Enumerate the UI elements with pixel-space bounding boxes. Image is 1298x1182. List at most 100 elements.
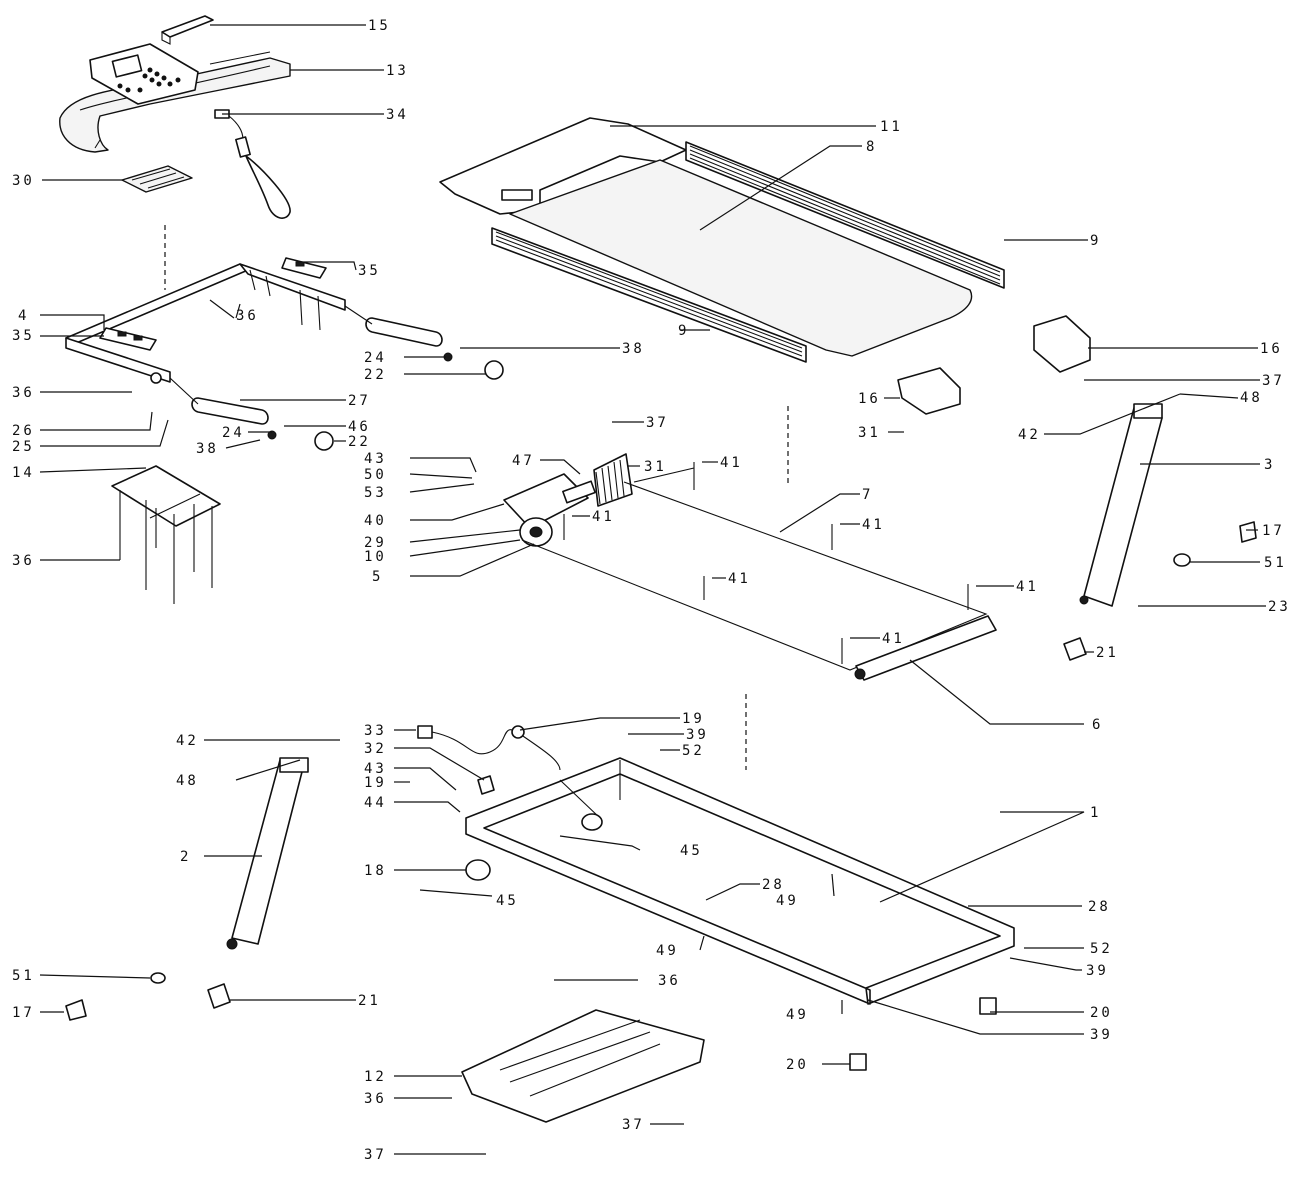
callout-c-36c: 36 [12,553,35,569]
callout-c-53: 53 [364,485,387,501]
callout-c-50: 50 [364,467,387,483]
part-17-knob [65,521,1257,1021]
callout-c-31a: 31 [858,425,881,441]
part-31-motor [503,453,633,529]
callout-c-18: 18 [364,863,387,879]
callout-c-51a: 51 [1264,555,1287,571]
callout-c-52a: 52 [682,743,705,759]
callout-c-38a: 38 [622,341,645,357]
callout-c-21b: 21 [358,993,381,1009]
part-8-running-deck [509,159,973,357]
callout-c-41f: 41 [882,631,905,647]
callout-c-7: 7 [862,487,873,503]
part-4-handlebar-frame [65,263,346,383]
callout-c-3: 3 [1264,457,1275,473]
callout-c-35b: 35 [12,328,35,344]
part-18-wheel [465,813,603,881]
callout-c-20b: 20 [786,1057,809,1073]
callout-c-19b: 19 [364,775,387,791]
callout-c-5: 5 [372,569,383,585]
callout-c-2: 2 [180,849,191,865]
callout-c-32: 32 [364,741,387,757]
callout-c-31b: 31 [644,459,667,475]
callout-c-43a: 43 [364,451,387,467]
part-11-motor-hood [439,117,687,215]
callout-c-39a: 39 [686,727,709,743]
part-34-safety-key [214,109,291,219]
callout-c-22b: 22 [348,434,371,450]
callout-c-10: 10 [364,549,387,565]
callout-c-28b: 28 [1088,899,1111,915]
callout-c-37c: 37 [622,1117,645,1133]
part-22-knob [314,360,504,451]
callout-c-36a: 36 [236,308,259,324]
part-41-screws [563,462,969,664]
callout-c-17a: 17 [1262,523,1285,539]
callout-c-9b: 9 [678,323,689,339]
callout-c-24b: 24 [222,425,245,441]
part-6-roller [854,615,997,681]
callout-c-16b: 16 [858,391,881,407]
callout-c-49a: 49 [776,893,799,909]
callout-c-19a: 19 [682,711,705,727]
callout-c-44: 44 [364,795,387,811]
callout-c-27: 27 [348,393,371,409]
callout-c-49b: 49 [656,943,679,959]
callout-c-14: 14 [12,465,35,481]
callout-c-20a: 20 [1090,1005,1113,1021]
callout-c-45b: 45 [496,893,519,909]
callout-c-11: 11 [880,119,903,135]
part-3-upright-right [1079,403,1163,607]
part-35-bracket-left [99,327,157,351]
callout-c-39c: 39 [1090,1027,1113,1043]
callout-leaders [39,24,1266,1155]
callout-c-36d: 36 [658,973,681,989]
part-16-end-cap [897,315,1091,415]
part-33-power-cord [417,725,561,795]
callout-c-42a: 42 [1018,427,1041,443]
callout-c-37d: 37 [364,1147,387,1163]
part-15-clip [161,15,214,45]
callout-c-36b: 36 [12,385,35,401]
part-26-bar-end [150,305,373,405]
callout-c-8: 8 [866,139,877,155]
callout-c-37a: 37 [1262,373,1285,389]
callout-c-45a: 45 [680,843,703,859]
callout-c-1: 1 [1090,805,1101,821]
callout-c-16a: 16 [1260,341,1283,357]
part-21-foot [207,637,1087,1009]
callout-c-48a: 48 [1240,390,1263,406]
callout-c-23: 23 [1268,599,1291,615]
callout-c-40: 40 [364,513,387,529]
callout-c-36e: 36 [364,1091,387,1107]
callout-c-43b: 43 [364,761,387,777]
part-27-grip [191,317,443,425]
callout-c-24a: 24 [364,350,387,366]
part-20-leveler [849,997,997,1071]
callout-c-12: 12 [364,1069,387,1085]
part-1-main-frame [465,757,1015,1005]
callout-c-41c: 41 [592,509,615,525]
part-12-bottom-tray [461,1009,705,1123]
callout-c-22a: 22 [364,367,387,383]
callout-labels: 1513343011893543536242238936161637482726… [12,18,1291,1163]
callout-c-13: 13 [386,63,409,79]
callout-c-41e: 41 [1016,579,1039,595]
callout-c-35a: 35 [358,263,381,279]
callout-c-26: 26 [12,423,35,439]
part-36-screws-left [119,490,213,604]
part-2-upright-left [226,757,309,950]
callout-c-30: 30 [12,173,35,189]
part-14-base-plate [111,465,221,527]
callout-c-39b: 39 [1086,963,1109,979]
callout-c-21a: 21 [1096,645,1119,661]
callout-c-41b: 41 [862,517,885,533]
part-30-circuit-board [121,165,193,193]
callout-c-48b: 48 [176,773,199,789]
callout-c-49c: 49 [786,1007,809,1023]
part-7-belt [521,467,988,671]
callout-c-15a: 15 [368,18,391,34]
callout-c-37b: 37 [646,415,669,431]
callout-c-9a: 9 [1090,233,1101,249]
